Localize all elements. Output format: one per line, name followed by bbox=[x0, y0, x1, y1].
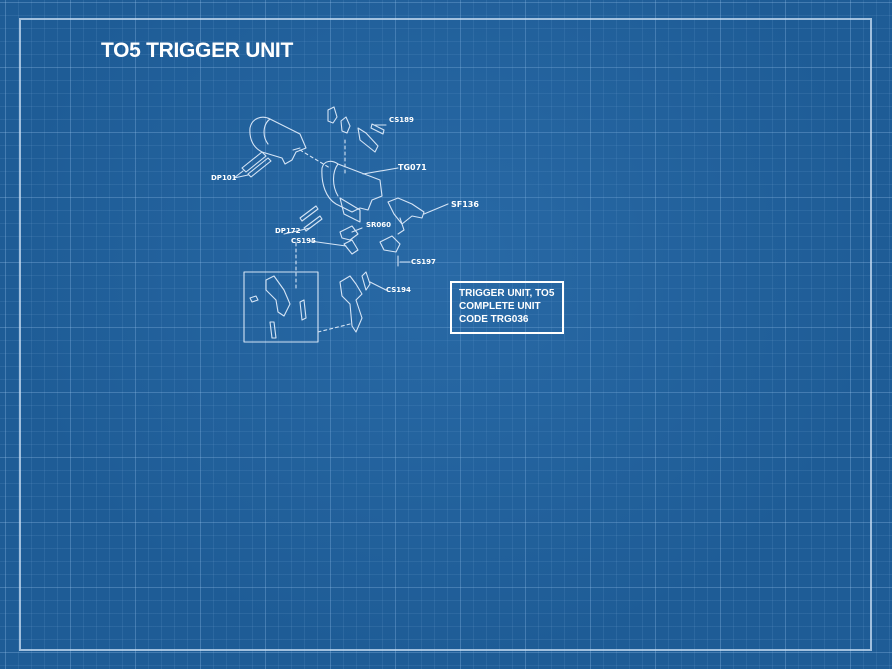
product-type: COMPLETE UNIT bbox=[459, 301, 541, 312]
part-label-sf136: SF136 bbox=[451, 200, 479, 209]
product-name: TRIGGER UNIT, TO5 bbox=[459, 288, 555, 299]
exploded-parts-diagram: CS189 TG071 DP101 SF136 DP172 SR060 CS19… bbox=[200, 100, 479, 350]
part-label-sr060: SR060 bbox=[366, 221, 392, 229]
blueprint-border-frame bbox=[19, 18, 872, 651]
part-label-tg071: TG071 bbox=[398, 163, 427, 172]
exploded-view-drawing bbox=[233, 106, 449, 343]
part-label-cs189: CS189 bbox=[389, 116, 414, 124]
part-label-cs195: CS195 bbox=[291, 237, 316, 245]
product-code: CODE TRG036 bbox=[459, 314, 529, 325]
part-label-dp101: DP101 bbox=[211, 174, 237, 182]
part-label-cs197: CS197 bbox=[411, 258, 436, 266]
part-label-dp172: DP172 bbox=[275, 227, 301, 235]
page-title: TO5 TRIGGER UNIT bbox=[101, 39, 293, 62]
product-info-box: TRIGGER UNIT, TO5 COMPLETE UNIT CODE TRG… bbox=[450, 281, 564, 334]
part-label-cs194: CS194 bbox=[386, 286, 411, 294]
